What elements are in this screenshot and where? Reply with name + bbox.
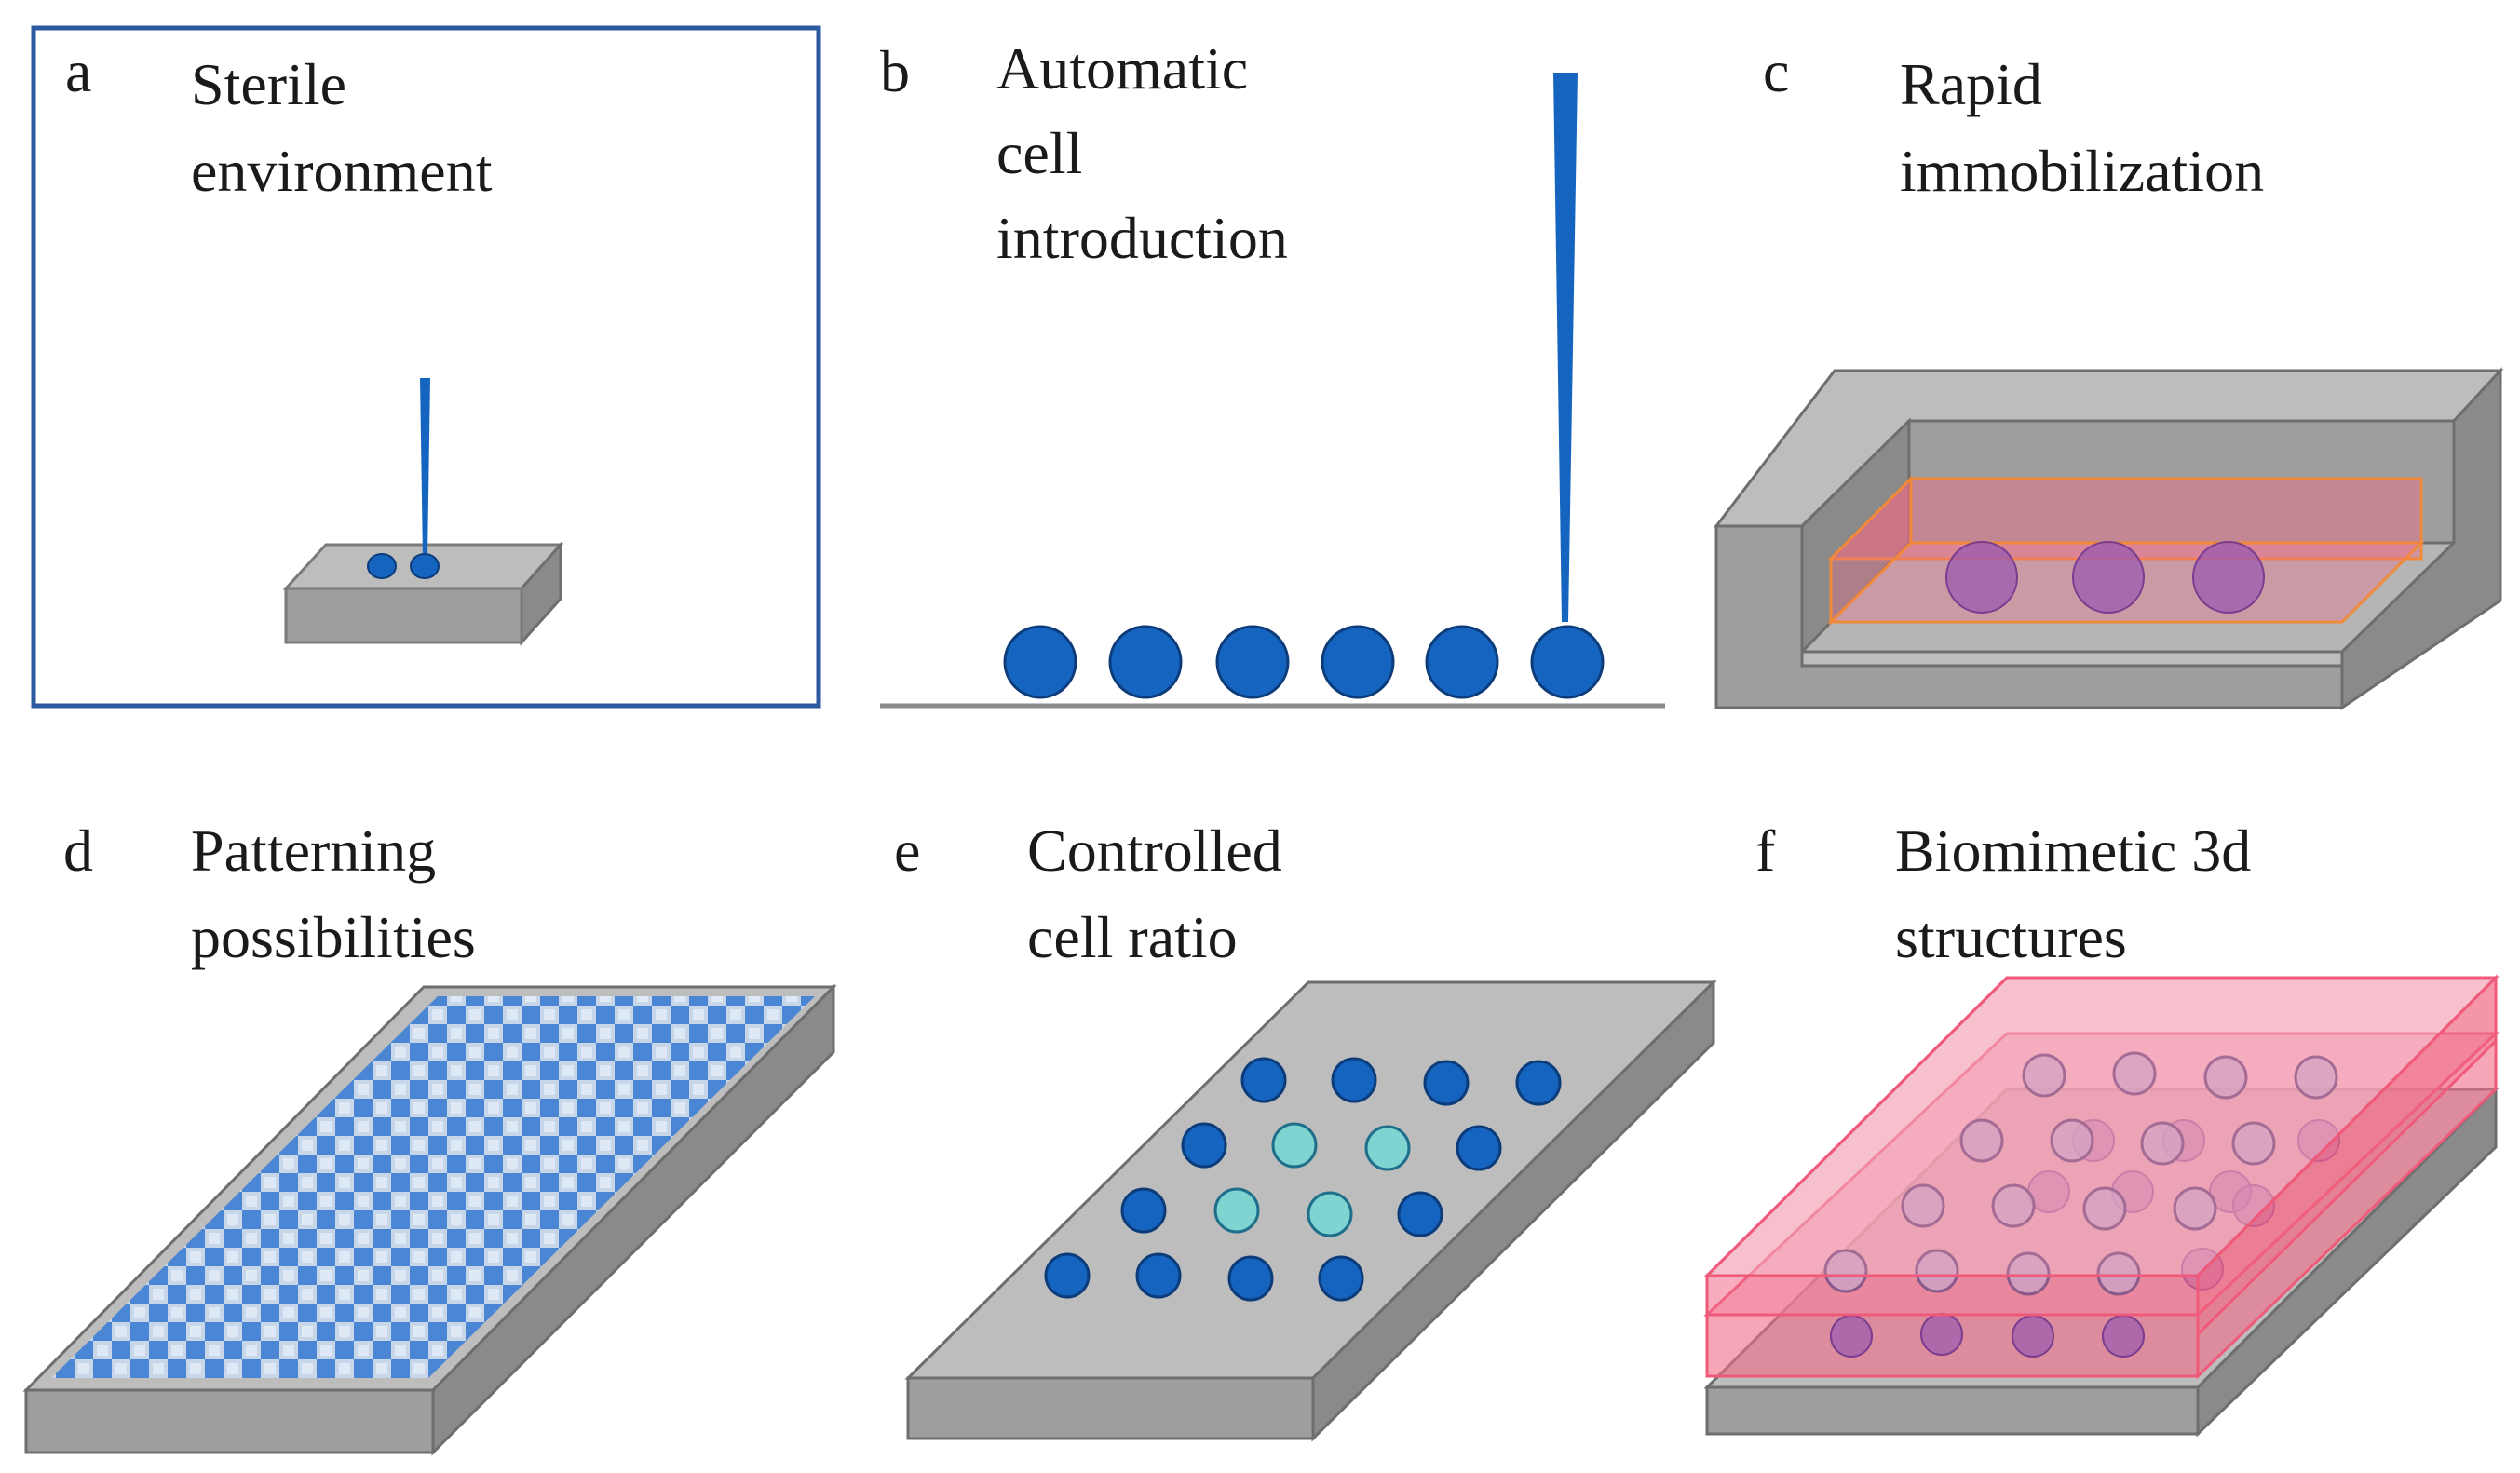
cell-c-3 <box>2192 541 2265 614</box>
panel-b-title-line-2: cell <box>996 120 1082 186</box>
pipette-tip-a <box>420 378 430 559</box>
cell-f-upper <box>2203 1055 2248 1100</box>
panel-e: e Controlled cell ratio <box>894 818 1717 1442</box>
cell-f-upper <box>1991 1183 2036 1228</box>
slab-e-top <box>904 980 1717 1380</box>
cell-f-upper <box>2006 1251 2051 1296</box>
panel-c: c Rapid immobilization <box>1713 38 2504 710</box>
cell-e-cyan <box>1271 1122 1318 1169</box>
cell-b-6 <box>1530 625 1605 699</box>
panel-e-title-line-1: Controlled <box>1027 818 1282 884</box>
cell-e-blue <box>1181 1122 1227 1169</box>
panel-d-title-line-2: possibilities <box>191 904 476 970</box>
panel-e-letter: e <box>894 818 920 884</box>
sterile-frame <box>31 25 821 709</box>
cell-f-upper <box>2022 1053 2066 1098</box>
panel-b-title-line-1: Automatic <box>996 35 1248 101</box>
cell-e-blue <box>1135 1252 1182 1299</box>
cell-f-upper <box>2112 1051 2157 1096</box>
cell-f-upper <box>2294 1055 2338 1100</box>
cell-b-4 <box>1321 625 1395 699</box>
cell-f-upper <box>1915 1249 1959 1293</box>
cell-f-upper <box>1823 1249 1868 1293</box>
cell-b-3 <box>1215 625 1290 699</box>
cell-f-lower <box>1830 1315 1873 1358</box>
cell-b-1 <box>1003 625 1077 699</box>
slab-e-front <box>906 1376 1315 1440</box>
cell-e-cyan <box>1307 1191 1353 1237</box>
cell-a-2 <box>410 553 440 579</box>
cell-f-lower <box>2102 1315 2145 1358</box>
cell-f-upper <box>1901 1183 1945 1228</box>
panel-a-letter: a <box>65 38 91 104</box>
cell-b-2 <box>1108 625 1183 699</box>
cell-c-1 <box>1945 541 2018 614</box>
panel-d: d Patterning possibilities <box>22 818 837 1456</box>
panel-c-title-line-1: Rapid <box>1900 51 2042 117</box>
cell-f-upper <box>2173 1186 2217 1231</box>
panel-a-title-line-1: Sterile <box>191 51 346 117</box>
cell-array-e <box>1044 1057 1562 1302</box>
cell-e-blue <box>1227 1255 1274 1302</box>
panel-f-title-line-2: structures <box>1895 904 2127 970</box>
cell-f-upper <box>2082 1186 2127 1231</box>
cell-e-blue <box>1456 1125 1502 1171</box>
panel-a-title-line-2: environment <box>191 138 493 204</box>
pipette-tip-b <box>1553 73 1578 622</box>
cell-f-lower <box>2012 1315 2054 1358</box>
panel-c-title-line-2: immobilization <box>1900 138 2264 204</box>
panel-a: a Sterile environment <box>31 25 821 709</box>
cell-e-blue <box>1044 1252 1091 1299</box>
cell-f-upper <box>2050 1118 2094 1163</box>
panel-e-title-line-2: cell ratio <box>1027 904 1238 970</box>
cell-e-cyan <box>1213 1187 1260 1234</box>
slab-f-front <box>1705 1385 2200 1436</box>
cell-f-upper <box>2096 1251 2141 1296</box>
cell-f-lower <box>1920 1313 1963 1356</box>
panel-b: b Automatic cell introduction <box>880 35 1665 709</box>
panel-f: f Biomimetic 3d structures <box>1703 818 2500 1438</box>
cell-f-upper <box>2140 1121 2185 1166</box>
cell-e-blue <box>1318 1255 1364 1302</box>
cells-upper <box>1823 1051 2338 1296</box>
gel-top-cap <box>2196 974 2498 1338</box>
panel-b-letter: b <box>880 38 910 104</box>
slab-a-front <box>284 587 523 644</box>
cell-f-upper <box>1959 1118 2004 1163</box>
cell-e-blue <box>1515 1060 1562 1106</box>
cell-e-blue <box>1397 1191 1443 1237</box>
panel-f-letter: f <box>1755 818 1776 884</box>
cell-e-blue <box>1240 1057 1287 1103</box>
cell-e-cyan <box>1364 1125 1411 1171</box>
panel-d-title-line-1: Patterning <box>191 818 436 884</box>
cell-a-1 <box>367 553 397 579</box>
channel-front-lip-top <box>1800 650 2344 668</box>
slab-d-front <box>24 1388 435 1454</box>
panel-f-title-line-1: Biomimetic 3d <box>1895 818 2251 884</box>
channel-front <box>1714 524 2344 709</box>
cell-e-blue <box>1331 1057 1377 1103</box>
panel-c-letter: c <box>1763 38 1789 104</box>
panel-d-letter: d <box>63 818 93 884</box>
cell-e-blue <box>1423 1060 1470 1106</box>
pattern-grid <box>51 996 815 1378</box>
cell-row-b <box>1003 625 1605 699</box>
panel-b-title-line-3: introduction <box>996 205 1288 271</box>
cell-c-2 <box>2072 541 2145 614</box>
cell-f-upper <box>2231 1121 2276 1166</box>
cell-e-blue <box>1120 1187 1167 1234</box>
cell-b-5 <box>1425 625 1499 699</box>
